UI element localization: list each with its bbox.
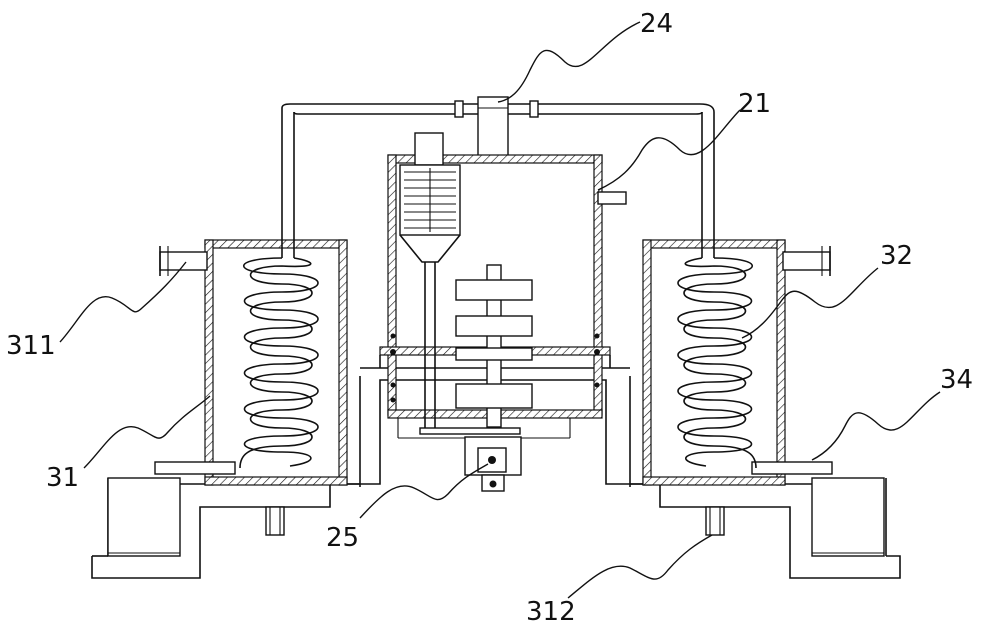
left-foot	[265, 506, 285, 536]
label-311: 311	[6, 331, 56, 361]
label-25: 25	[326, 523, 359, 553]
leader-lines	[59, 21, 941, 599]
left-tank	[154, 239, 348, 486]
label-24: 24	[640, 9, 673, 39]
left-coil	[239, 112, 319, 469]
filter-cone	[399, 132, 461, 430]
label-312: 312	[526, 597, 576, 627]
right-base-block	[811, 477, 885, 557]
label-21: 21	[738, 89, 771, 119]
right-coil	[677, 112, 757, 469]
top-pipe	[281, 96, 715, 158]
label-31: 31	[46, 463, 79, 493]
label-34: 34	[940, 365, 973, 395]
label-32: 32	[880, 241, 913, 271]
stirrer	[397, 264, 571, 439]
right-foot	[705, 506, 725, 536]
motor	[464, 436, 522, 492]
left-base-block	[107, 477, 181, 557]
